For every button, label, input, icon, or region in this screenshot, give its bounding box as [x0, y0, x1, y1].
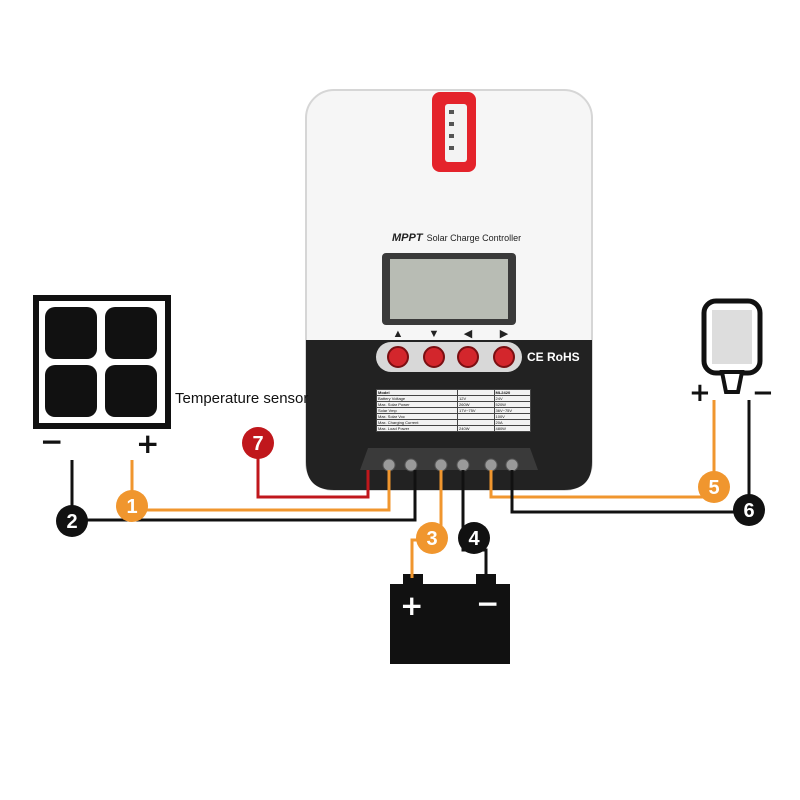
markers: 1 2 3 4 5 6 7: [56, 427, 765, 554]
spec-cell: 240W: [457, 425, 495, 432]
terminal-load-minus: [505, 458, 519, 472]
marker-4-circle: [458, 522, 490, 554]
terminal-bat-minus: [456, 458, 470, 472]
arrow-right-icon: ▶: [500, 328, 509, 340]
led-1: [449, 110, 454, 114]
button-left[interactable]: [457, 346, 479, 368]
brand-mppt: MPPT: [392, 232, 423, 244]
led-window: [445, 104, 467, 162]
arrow-down-icon: ▼: [429, 328, 440, 340]
button-down[interactable]: [423, 346, 445, 368]
spec-row: Max. Load Power 240W 480W: [375, 425, 531, 432]
marker-6-circle: [733, 494, 765, 526]
terminal-bat-plus: [434, 458, 448, 472]
arrow-up-icon: ▲: [393, 328, 404, 340]
marker-3-label: 3: [426, 528, 437, 550]
button-panel: [376, 342, 522, 372]
wire-load-plus: [489, 400, 716, 499]
marker-1-label: 1: [126, 496, 137, 518]
button-up[interactable]: [387, 346, 409, 368]
marker-2-circle: [56, 505, 88, 537]
panel-plus-sign: +: [136, 427, 160, 460]
wire-pv-minus: [70, 460, 417, 522]
load-lamp-icon: [701, 298, 763, 394]
button-right[interactable]: [493, 346, 515, 368]
temperature-sensor-label: Temperature sensor: [175, 390, 309, 407]
solar-panel-icon: [33, 295, 171, 429]
product-name: Solar Charge Controller: [426, 233, 522, 243]
marker-6-label: 6: [743, 500, 754, 522]
load-plus-sign: +: [689, 378, 711, 408]
wire-load-minus: [510, 400, 751, 514]
load-minus-sign: −: [752, 378, 774, 408]
terminal-pv-minus: [404, 458, 418, 472]
marker-4-label: 4: [468, 528, 480, 550]
spec-table: Model ML2420 Battery Voltage 12V 24V Max…: [375, 389, 531, 432]
arrow-left-icon: ◀: [464, 328, 473, 340]
battery-minus-sign: −: [476, 587, 500, 620]
wire-pv-plus: [130, 460, 391, 512]
lcd-screen: [390, 259, 508, 319]
marker-2-label: 2: [66, 511, 77, 533]
led-3: [449, 134, 454, 138]
marker-5-circle: [698, 471, 730, 503]
terminal-temp: [382, 458, 396, 472]
led-4: [449, 146, 454, 150]
terminal-load-plus: [484, 458, 498, 472]
battery-icon: [390, 574, 510, 664]
battery-plus-sign: +: [400, 589, 424, 622]
marker-3-circle: [416, 522, 448, 554]
wire-temp-sensor: [256, 445, 370, 499]
marker-1-circle: [116, 490, 148, 522]
marker-7-label: 7: [252, 433, 263, 455]
terminals: [382, 458, 519, 472]
led-2: [449, 122, 454, 126]
spec-cell: 480W: [493, 425, 531, 432]
marker-7-circle: [242, 427, 274, 459]
spec-cell: Max. Load Power: [375, 425, 459, 432]
panel-minus-sign: −: [40, 425, 64, 458]
marker-5-label: 5: [708, 477, 719, 499]
certification-mark: CE RoHS: [527, 350, 580, 364]
